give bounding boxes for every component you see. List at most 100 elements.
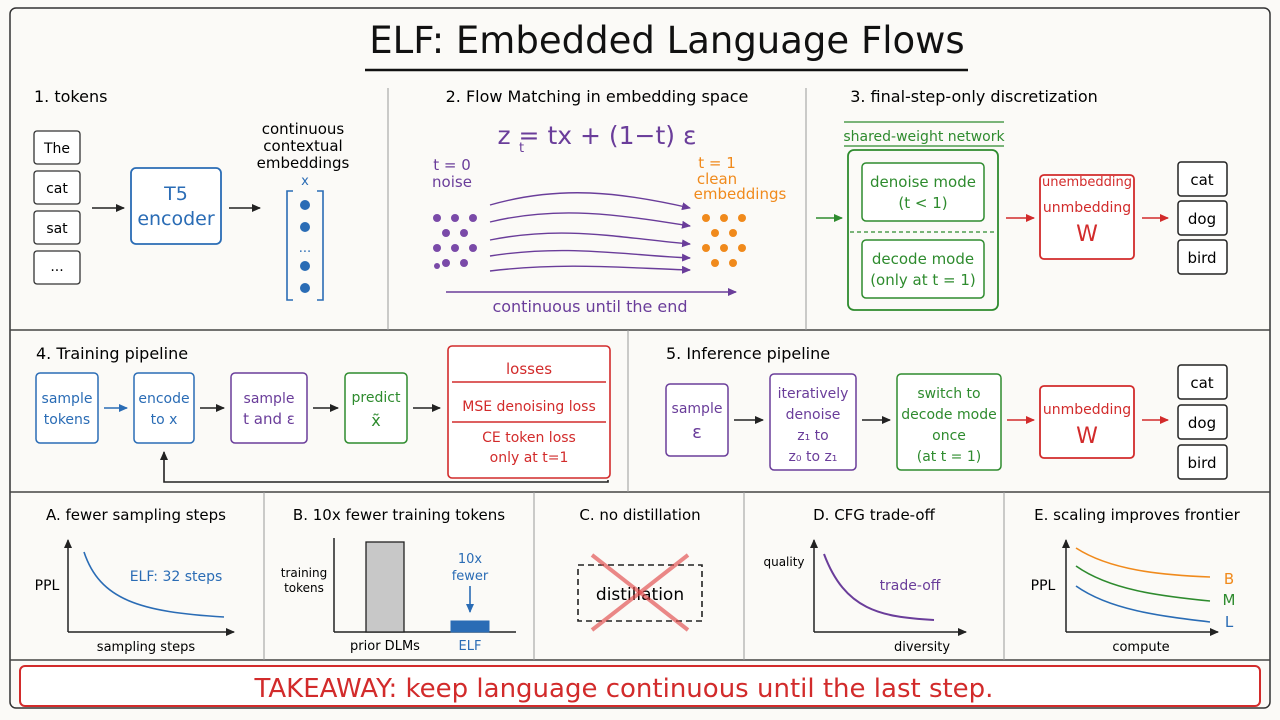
- inference-output-box-bird: [1177, 444, 1228, 480]
- flow-trajectories: [489, 192, 691, 274]
- panelD-heading: D. CFG trade-off: [813, 506, 935, 524]
- token-box-sat: [33, 210, 81, 245]
- switch-2: decode mode: [901, 407, 996, 423]
- cross-line-2: [590, 553, 690, 632]
- panelE-xlabel: compute: [1112, 640, 1169, 655]
- vector-dot: [300, 283, 310, 293]
- token-sat: sat: [46, 221, 68, 237]
- panelB-ylabel-2: tokens: [284, 581, 324, 595]
- denoise-label-2: (t < 1): [898, 194, 947, 212]
- token-box-cat: [33, 170, 81, 205]
- bar-prior-dlms: [365, 541, 405, 633]
- output-cat: cat: [1190, 171, 1213, 189]
- panelE-series-b: B: [1224, 570, 1234, 588]
- predict-box: [344, 372, 408, 444]
- inference-output-box-dog: [1177, 404, 1228, 440]
- takeaway-text: TAKEAWAY: keep language continuous until…: [254, 674, 994, 704]
- vector-bracket-right: [317, 190, 324, 301]
- panelE-ylabel: PPL: [1031, 578, 1056, 594]
- panelA-heading: A. fewer sampling steps: [46, 506, 226, 524]
- output-dog: dog: [1188, 210, 1216, 228]
- iter-1: iteratively: [778, 386, 849, 402]
- sample-t-2: t and ε: [243, 410, 295, 428]
- panelB-cat-elf: ELF: [459, 639, 482, 654]
- panelB-heading: B. 10x fewer training tokens: [293, 506, 505, 524]
- token-ellipsis: ...: [50, 259, 63, 275]
- inference-output-box-cat: [1177, 364, 1228, 400]
- panel4-heading: 4. Training pipeline: [36, 344, 188, 363]
- inference-unemb-box: [1039, 385, 1135, 459]
- losses-box: [447, 345, 611, 479]
- inference-output-bird: bird: [1187, 454, 1216, 472]
- encode-box: [133, 372, 195, 444]
- panelA-xlabel: sampling steps: [97, 640, 196, 655]
- token-box-the: [33, 130, 81, 165]
- panel5-heading: 5. Inference pipeline: [666, 344, 830, 363]
- panelE-curve-m: [1075, 565, 1211, 602]
- panel2-heading: 2. Flow Matching in embedding space: [446, 87, 749, 106]
- switch-3: once: [932, 428, 966, 444]
- panelE-series-m: M: [1223, 591, 1236, 609]
- feedback-arrow: [160, 451, 609, 483]
- iterate-box: [769, 373, 857, 471]
- noise-points: [433, 214, 477, 269]
- vector-dot: [300, 222, 310, 232]
- encode-2: to x: [151, 412, 178, 428]
- emb-label-3: embeddings: [257, 154, 350, 172]
- ce-loss-1: CE token loss: [482, 430, 576, 446]
- switch-4: (at t = 1): [917, 449, 981, 465]
- output-box-bird: [1177, 239, 1228, 275]
- token-box-ellipsis: [33, 250, 81, 285]
- decode-label-2: (only at t = 1): [870, 271, 976, 289]
- token-cat: cat: [46, 181, 68, 197]
- panelA-annotation: ELF: 32 steps: [130, 569, 223, 585]
- sample-t-1: sample: [244, 391, 295, 407]
- panel-d-cfg-tradeoff: D. CFG trade-off quality diversity trade…: [763, 506, 967, 655]
- panel-a-fewer-steps: A. fewer sampling steps PPL sampling ste…: [35, 506, 235, 655]
- unemb-label: unmbedding: [1043, 200, 1131, 216]
- panel-discretization: 3. final-step-only discretization shared…: [816, 87, 1228, 311]
- panel-tokens: 1. tokens The cat sat ... T5 encoder con…: [33, 87, 350, 301]
- equation-subscript: t: [519, 141, 524, 156]
- output-box-dog: [1177, 200, 1228, 236]
- outer-frame: [9, 7, 1271, 709]
- predict-2: x̃: [371, 411, 380, 430]
- unembedding-box: [1039, 174, 1135, 260]
- token-the: The: [43, 141, 70, 157]
- sample-t-box: [230, 372, 308, 444]
- page-title: ELF: Embedded Language Flows: [369, 19, 964, 62]
- sample-eps-2: ε: [692, 422, 702, 443]
- sample-tokens-2: tokens: [44, 412, 90, 428]
- shared-network-box: [847, 149, 999, 311]
- panelE-series-l: L: [1225, 613, 1234, 631]
- shared-label: shared-weight network: [843, 129, 1005, 145]
- panelD-curve: [823, 553, 935, 621]
- unemb-w: W: [1076, 222, 1098, 247]
- panel-e-scaling: E. scaling improves frontier PPL compute…: [1031, 506, 1241, 655]
- vector-dot: [300, 261, 310, 271]
- panel-inference: 5. Inference pipeline sample ε iterative…: [665, 344, 1228, 480]
- panelB-annotation-2: fewer: [452, 569, 489, 584]
- sample-eps-box: [665, 383, 729, 457]
- panelD-annotation: trade-off: [880, 578, 941, 594]
- losses-title: losses: [506, 360, 552, 378]
- clean-label-3: embeddings: [694, 185, 787, 203]
- switch-1: switch to: [917, 386, 980, 402]
- panel-b-fewer-tokens: B. 10x fewer training tokens training to…: [281, 506, 516, 654]
- encoder-label-2: encoder: [137, 208, 215, 230]
- panelC-heading: C. no distillation: [579, 506, 700, 524]
- panelB-annotation-1: 10x: [458, 552, 483, 567]
- decode-label-1: decode mode: [872, 250, 974, 268]
- panelE-heading: E. scaling improves frontier: [1034, 506, 1240, 524]
- iter-4: z₀ to z₁: [789, 449, 838, 465]
- denoise-label-1: denoise mode: [870, 173, 976, 191]
- output-box-cat: [1177, 161, 1228, 197]
- sample-eps-1: sample: [672, 401, 723, 417]
- panelA-ylabel: PPL: [35, 578, 60, 594]
- sample-tokens-1: sample: [42, 391, 93, 407]
- panelA-curve: [83, 551, 225, 618]
- panelD-ylabel: quality: [763, 555, 804, 569]
- continuous-label: continuous until the end: [492, 297, 687, 316]
- clean-label-2: clean: [697, 170, 737, 188]
- panelE-curve-b: [1075, 547, 1211, 578]
